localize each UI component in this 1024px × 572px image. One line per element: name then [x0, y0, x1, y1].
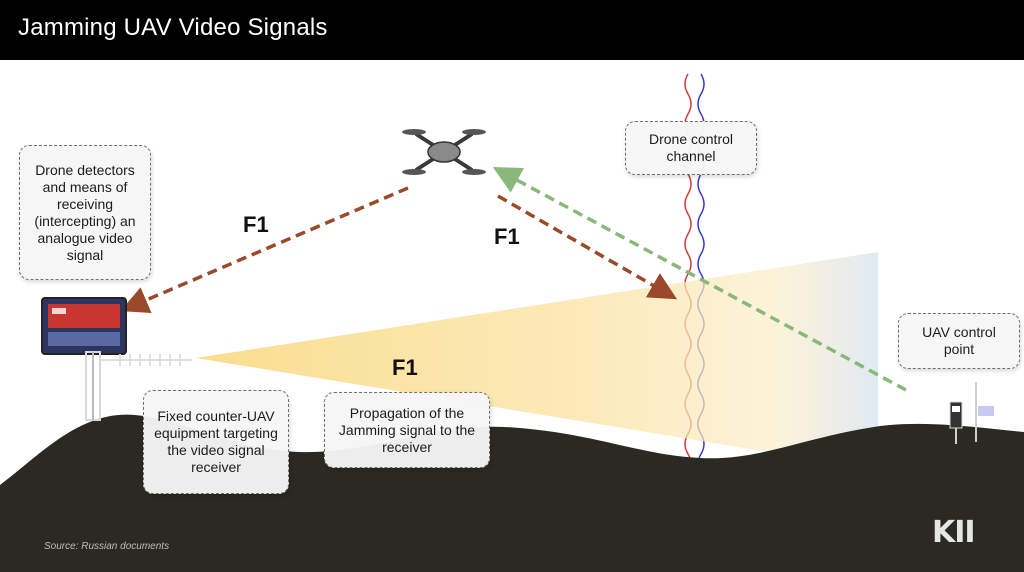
- callout-drone-detectors-text: Drone detectors and means of receiving (…: [34, 161, 136, 263]
- callout-uav-control-point-text: UAV control point: [922, 324, 996, 357]
- diagram-canvas: [0, 73, 1024, 572]
- logo: KII: [932, 515, 976, 550]
- antenna-icon: [85, 351, 192, 421]
- title-bar: Jamming UAV Video Signals: [0, 0, 1024, 60]
- video-signal-arrow-right: [497, 194, 678, 300]
- f1-label-right: F1: [494, 224, 520, 249]
- callout-uav-control-point: UAV control point: [898, 313, 1020, 369]
- f1-label-left: F1: [243, 212, 269, 237]
- control-station-icon: [949, 382, 994, 444]
- jamming-beam: [196, 252, 878, 470]
- control-signal-arrow: [492, 167, 907, 392]
- callout-propagation-text: Propagation of the Jamming signal to the…: [338, 404, 476, 455]
- callout-drone-detectors: Drone detectors and means of receiving (…: [19, 145, 151, 280]
- callout-fixed-equipment: Fixed counter-UAV equipment targeting th…: [143, 390, 289, 494]
- drone-icon: [402, 129, 486, 175]
- callout-drone-control-channel: Drone control channel: [625, 121, 757, 175]
- page-title: Jamming UAV Video Signals: [18, 14, 328, 41]
- source-note: Source: Russian documents: [44, 541, 170, 552]
- callout-drone-control-channel-text: Drone control channel: [648, 131, 734, 164]
- monitor-icon: [41, 297, 127, 355]
- f1-label-center: F1: [392, 355, 418, 380]
- video-signal-arrow-left: [120, 186, 409, 313]
- callout-fixed-equipment-text: Fixed counter-UAV equipment targeting th…: [154, 408, 278, 475]
- callout-propagation: Propagation of the Jamming signal to the…: [324, 392, 490, 468]
